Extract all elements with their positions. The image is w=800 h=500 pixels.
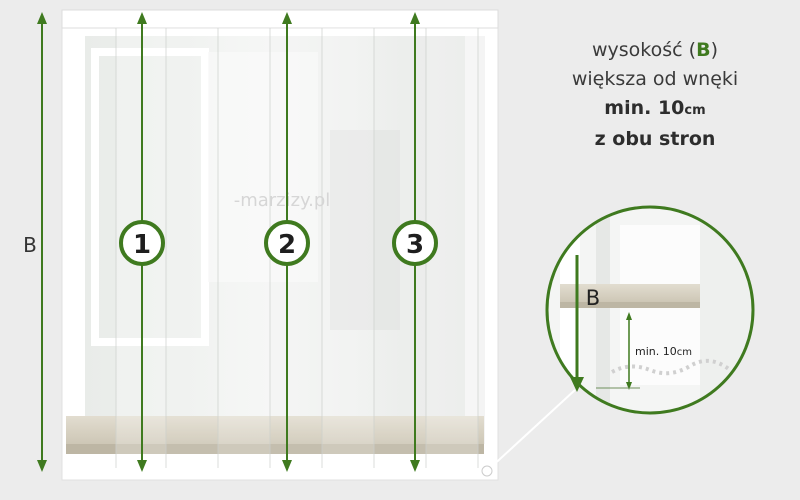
caption-min-unit: cm [684,103,706,118]
inset-anchor-dot [481,465,493,477]
caption-paren-close: ) [710,39,718,61]
inset-connector [487,389,576,471]
watermark-text: -marzizy.pl [234,190,331,211]
caption-block: wysokość (B) większa od wnęki min. 10cm … [555,36,755,154]
caption-line-1: wysokość (B) [555,36,755,65]
outer-dimension-label: B [23,233,37,257]
inset-measure-text: min. 10cm [635,345,692,358]
marker-3: 3 [392,220,438,266]
inset-measure-value: min. 10 [635,345,677,358]
inset-measure-unit: cm [677,347,692,358]
marker-1-label: 1 [133,230,151,260]
marker-2: 2 [264,220,310,266]
headrail [61,9,499,29]
inset-b-label: B [586,286,600,310]
caption-paren-open: ( [688,39,697,61]
outer-dimension-arrow [37,12,47,472]
caption-line-4: z obu stron [594,128,716,150]
caption-line-2: większa od wnęki [571,68,739,90]
caption-highlight-b: B [696,39,711,61]
caption-min-value: min. 10 [604,97,685,119]
caption-line-3: min. 10cm [555,94,755,125]
marker-2-label: 2 [278,230,296,260]
caption-line-1-text: wysokość [592,39,683,61]
marker-1: 1 [119,220,165,266]
marker-3-label: 3 [406,230,424,260]
